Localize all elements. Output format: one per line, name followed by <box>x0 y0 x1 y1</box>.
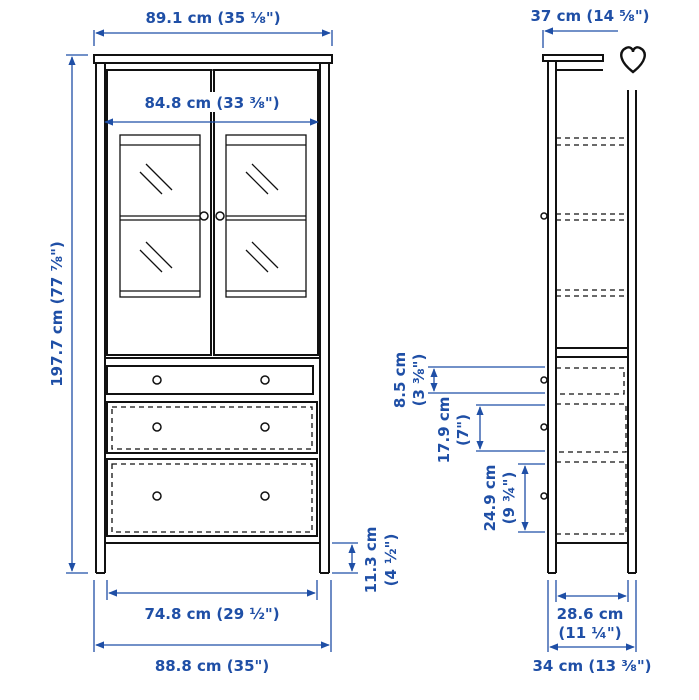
drawer3-height-in: (9 ¾") <box>500 472 518 525</box>
base-width-label: 88.8 cm (35") <box>155 657 269 675</box>
overall-width-label: 89.1 cm (35 ⅛") <box>145 9 280 27</box>
inner-depth-in: (11 ¼") <box>558 624 621 642</box>
drawer2-height-in: (7") <box>454 414 472 446</box>
heart-icon[interactable] <box>620 46 646 74</box>
leg-height-in: (4 ½") <box>382 534 400 587</box>
drawer3-height-cm: 24.9 cm <box>481 465 499 532</box>
door-knob <box>215 211 225 221</box>
inner-depth-cm: 28.6 cm <box>557 605 624 623</box>
front-view <box>93 54 333 574</box>
leg-height-cm: 11.3 cm <box>362 527 380 594</box>
drawer2-height-cm: 17.9 cm <box>435 397 453 464</box>
base-depth-label: 34 cm (13 ⅜") <box>533 657 652 675</box>
drawer1-height-in: (3 ⅜") <box>410 354 428 407</box>
door-knob <box>199 211 209 221</box>
inner-width-label: 84.8 cm (33 ⅜") <box>144 94 279 112</box>
drawer1-height-cm: 8.5 cm <box>391 352 409 408</box>
height-label: 197.7 cm (77 ⅞") <box>48 241 66 387</box>
drawer-width-label: 74.8 cm (29 ½") <box>144 605 279 623</box>
side-view <box>540 54 637 574</box>
depth-label: 37 cm (14 ⅝") <box>531 7 650 25</box>
